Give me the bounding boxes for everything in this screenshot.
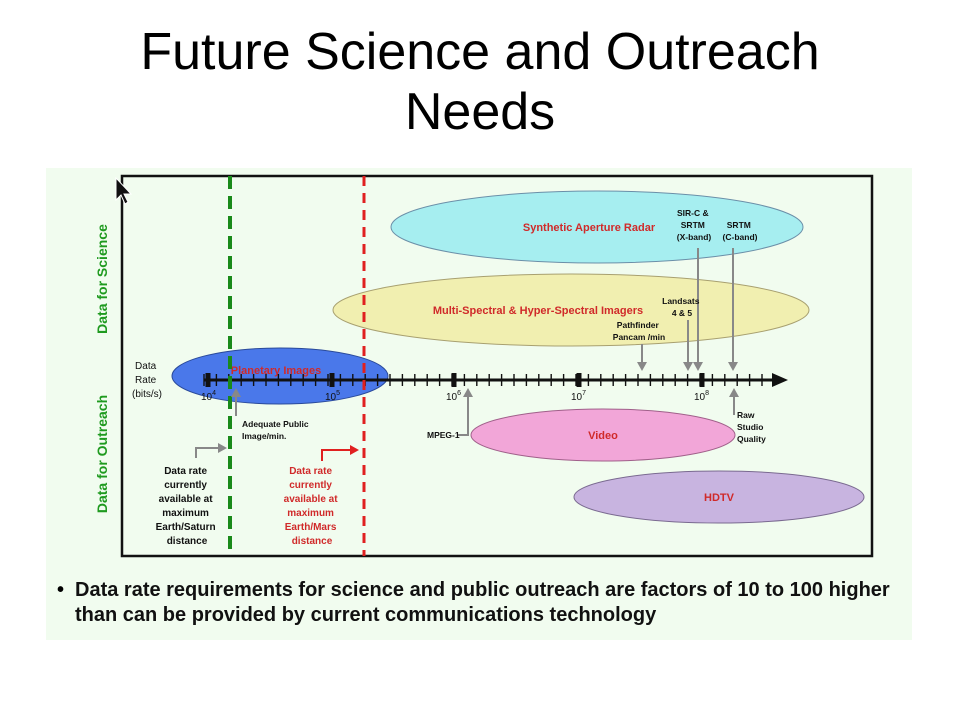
mpeg-arrow-line	[458, 394, 469, 436]
diagram-panel: Data for Science Data for Outreach Synth…	[46, 168, 912, 640]
mars-note-arrowhead	[350, 445, 359, 455]
saturn-note-arrowhead	[218, 443, 227, 453]
tick-label: 104	[201, 390, 216, 403]
hdtv-ellipse	[573, 470, 865, 524]
video-label: Video	[588, 430, 618, 442]
sirc-arrowhead	[693, 362, 703, 371]
mars-note: Data rate currently available at maximum…	[284, 466, 341, 547]
science-side-label: Data for Science	[94, 224, 110, 334]
major-tick	[576, 373, 582, 387]
outreach-side-label: Data for Outreach	[94, 395, 110, 513]
tick-label: 108	[694, 390, 709, 403]
pathfinder-annotation: Pathfinder Pancam /min	[613, 320, 665, 342]
sar-ellipse	[390, 190, 804, 264]
mpeg-arrowhead	[463, 388, 473, 397]
major-tick	[329, 373, 335, 387]
planetary-label: Planetary Images	[231, 365, 322, 377]
axis-title-line: Rate	[135, 375, 157, 386]
tick-label: 105	[325, 390, 340, 403]
raw-studio-arrowhead	[729, 388, 739, 397]
raw-studio-annotation: Raw Studio Quality	[737, 410, 766, 444]
sar-label: Synthetic Aperture Radar	[523, 222, 656, 234]
srtm-arrowhead	[728, 362, 738, 371]
data-rate-diagram: Data for Science Data for Outreach Synth…	[94, 174, 874, 558]
slide-title-line1: Future Science and Outreach	[140, 23, 820, 81]
saturn-note-arrow	[195, 447, 220, 458]
slide-title-line2: Needs	[404, 83, 556, 141]
adequate-annotation: Adequate Public Image/min.	[242, 419, 311, 441]
landsats-arrowhead	[683, 362, 693, 371]
diagram-frame	[120, 174, 874, 558]
major-tick	[699, 373, 705, 387]
bullet-symbol: •	[57, 579, 65, 601]
major-ticks	[205, 373, 705, 387]
bullet-text: Data rate requirements for science and p…	[75, 579, 890, 626]
pathfinder-arrowhead	[637, 362, 647, 371]
video-ellipse	[470, 408, 736, 462]
slide-title: Future Science and Outreach Needs	[0, 22, 960, 142]
adequate-arrowhead	[231, 388, 241, 397]
landsats-annotation: Landsats 4 & 5	[662, 296, 702, 318]
major-tick	[205, 373, 211, 387]
major-tick	[451, 373, 457, 387]
mouse-pointer-icon	[115, 176, 133, 205]
axis-arrowhead	[772, 373, 788, 387]
sirc-annotation: SIR-C & SRTM (X-band)	[677, 208, 712, 242]
tick-label: 107	[571, 390, 586, 403]
srtm-annotation: SRTM (C-band)	[723, 220, 758, 242]
bullet-point: • Data rate requirements for science and…	[57, 578, 907, 628]
axis-title: Data Rate (bits/s)	[132, 361, 162, 400]
axis-title-line: (bits/s)	[132, 389, 162, 400]
hdtv-label: HDTV	[704, 492, 735, 504]
multispectral-label: Multi-Spectral & Hyper-Spectral Imagers	[433, 305, 643, 317]
saturn-note: Data rate currently available at maximum…	[156, 466, 219, 547]
multispectral-ellipse	[332, 273, 810, 347]
mpeg-annotation: MPEG-1	[427, 430, 460, 440]
planetary-ellipse	[171, 347, 389, 405]
mars-note-arrow	[321, 449, 352, 461]
tick-label: 106	[446, 390, 461, 403]
axis-title-line: Data	[135, 361, 157, 372]
